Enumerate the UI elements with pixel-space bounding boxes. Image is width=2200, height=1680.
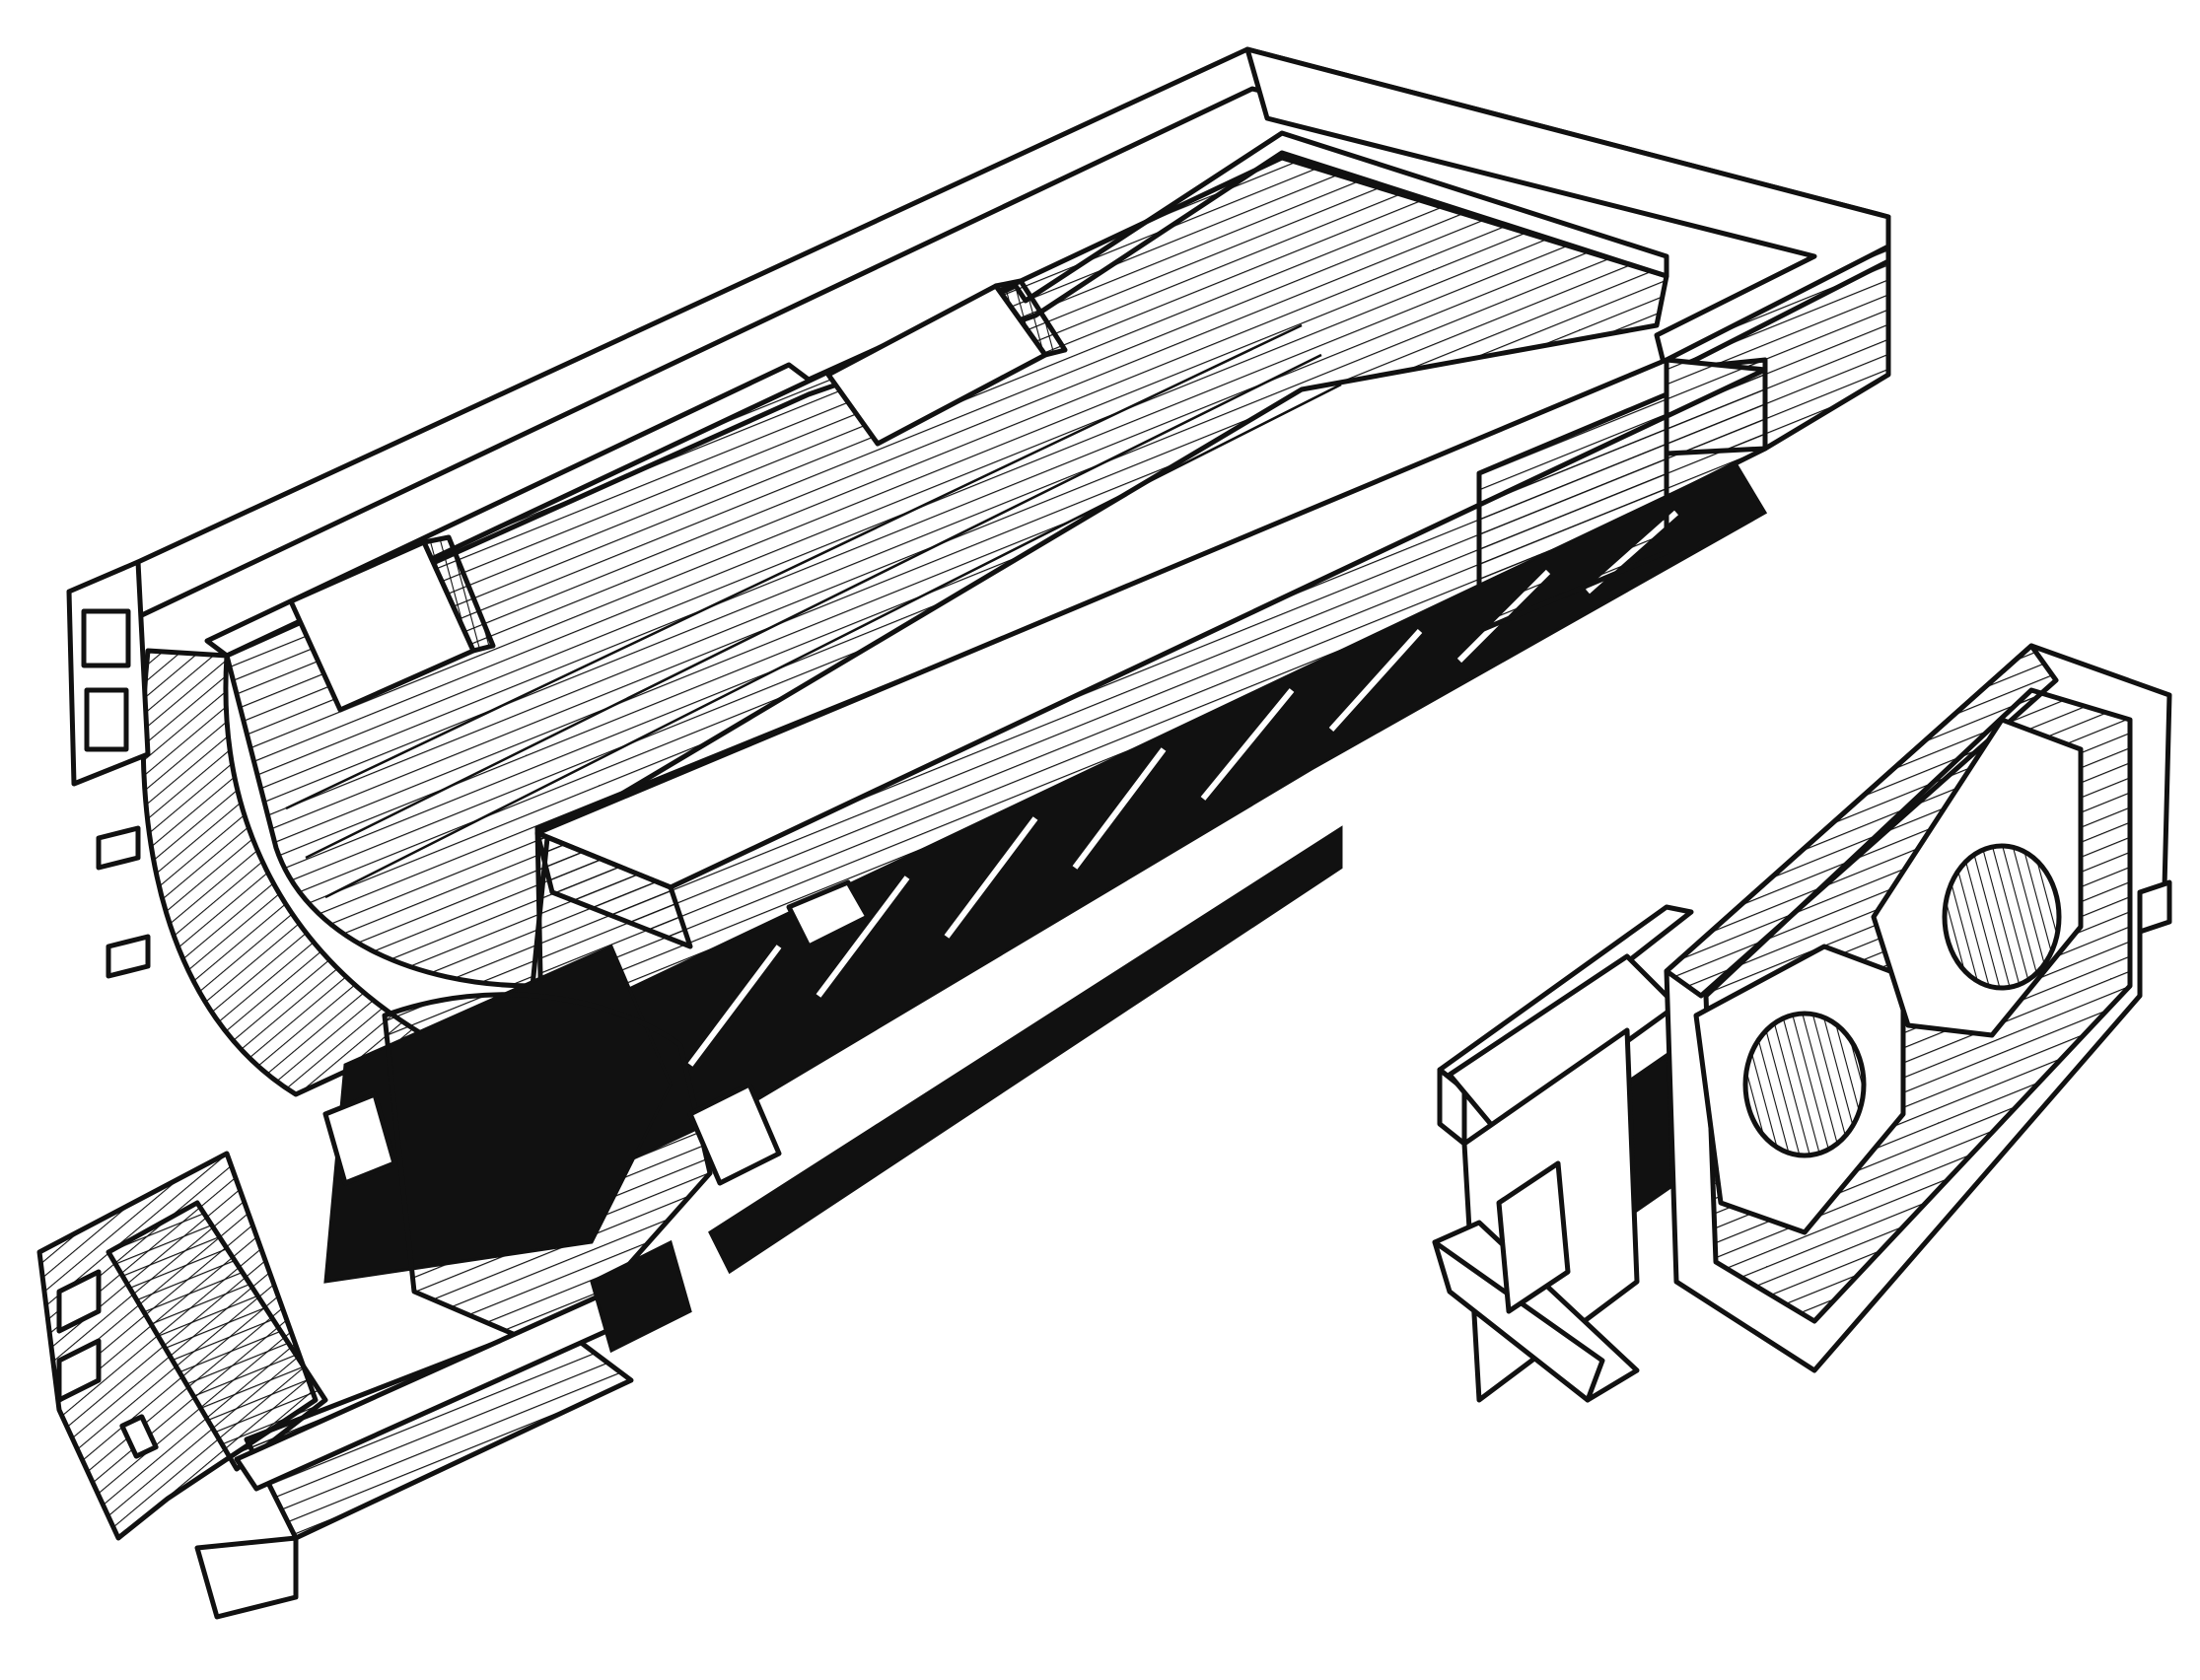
bed-trough-floor [285,323,1342,899]
bed-notch [786,879,871,949]
bed-left-section [66,559,151,979]
machine-bed-casting [36,46,1891,1620]
column-lug-bottom [2137,879,2172,935]
bed-front-rail-face [534,830,693,949]
column-bore-left [1742,1011,1867,1158]
bed-bosses [288,278,1068,713]
column-bore-right [1942,843,2062,991]
column-web-ribs [1496,1160,1571,1314]
bed-trough [224,155,1669,989]
bed-right-block [1476,391,1669,634]
bed-base-skid [708,825,1343,1275]
column-bottom-flange-face [1432,1239,1605,1403]
column-plate-side [1664,643,2059,999]
column-casting [1432,643,2172,1403]
bed-cutaway [36,945,782,1620]
bed-top-rim-right [1244,46,1891,378]
